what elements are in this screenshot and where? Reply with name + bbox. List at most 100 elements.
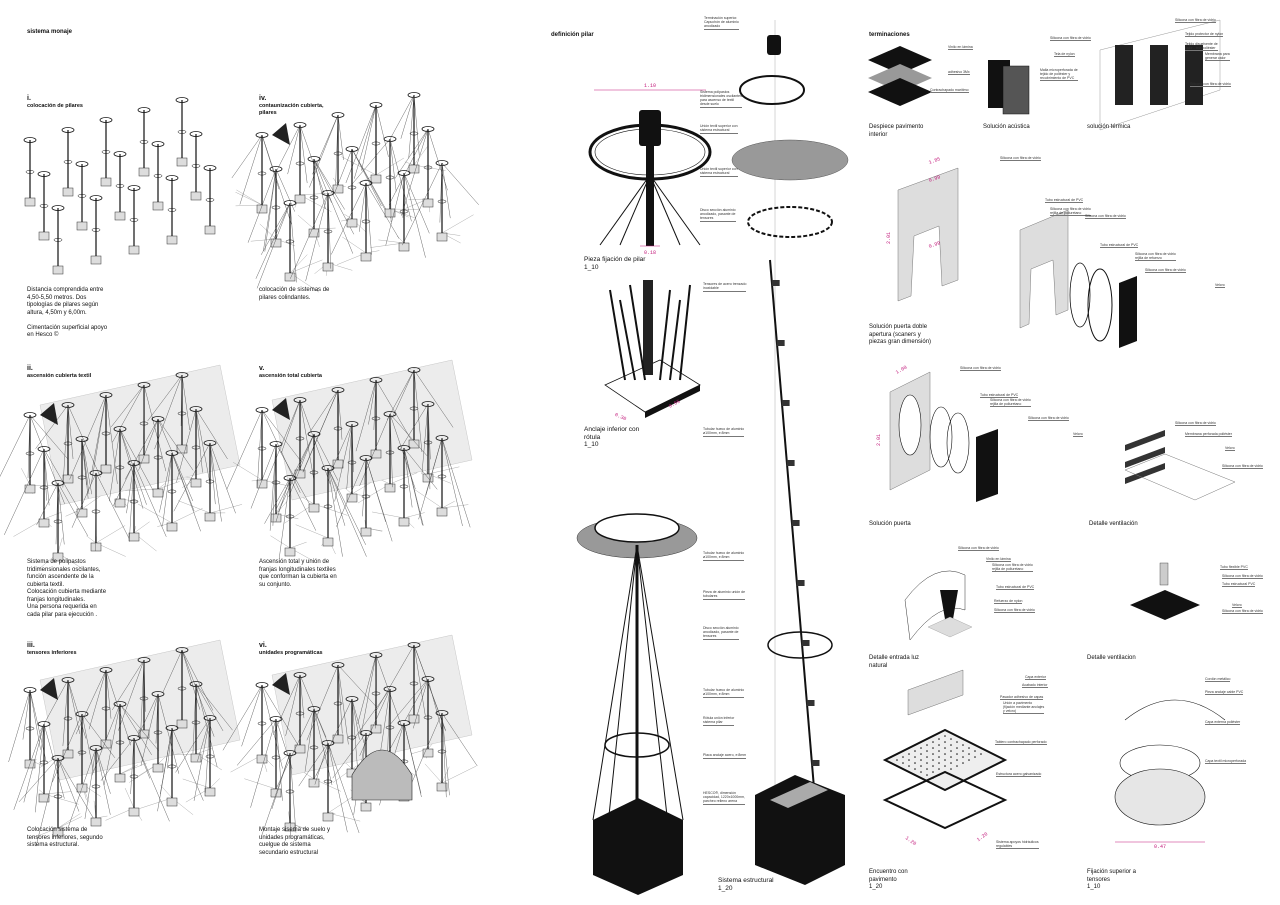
- step-heading: v. ascensión total cubierta: [259, 365, 322, 380]
- pillar-ring: [203, 165, 217, 171]
- tensor-cable: [392, 369, 415, 418]
- tensor-cable: [176, 408, 197, 483]
- annotation-puerta-doble: Silicona con fibra de vidrio: [1145, 268, 1186, 273]
- tensor-cable: [195, 408, 228, 460]
- caption-pieza-fijacion: Pieza fijación de pilar 1_10: [584, 256, 646, 271]
- tensor-cable: [81, 438, 90, 495]
- tensor-cable: [289, 202, 297, 283]
- caption-acustica: Solución acústica: [983, 124, 1030, 130]
- tensor-cable: [299, 124, 308, 184]
- annotation-ventilacion-2: Velcro: [1232, 603, 1242, 608]
- pillar-ring: [255, 132, 269, 138]
- tensor-cable: [250, 718, 277, 808]
- tensor-cable: [360, 654, 377, 735]
- tensor-cable: [441, 162, 451, 219]
- tensor-cable: [330, 423, 353, 473]
- tensor-cable: [129, 462, 135, 542]
- section-title-montaje: sistema monaje: [27, 29, 73, 35]
- tensor-cable: [281, 399, 301, 454]
- step-title: ascensión total cubierta: [259, 373, 322, 379]
- pillar-disc: [39, 485, 49, 490]
- ground-cable: [289, 259, 323, 274]
- tensor-cable: [337, 664, 377, 708]
- tensor-cable: [305, 192, 329, 282]
- tensor-cable: [335, 114, 339, 185]
- perforation: [890, 762, 892, 764]
- tensor-cable: [193, 717, 211, 801]
- tensor-cable: [195, 683, 218, 768]
- ground-cable: [351, 481, 373, 495]
- perforation: [974, 750, 976, 752]
- annotation-fijacion-sup: Pieza anclaje cable PVC: [1205, 690, 1244, 695]
- pillar-disc: [409, 131, 419, 136]
- tensor-cable: [275, 433, 315, 511]
- hesco-base: [332, 184, 344, 194]
- tensor-cable: [408, 94, 415, 159]
- caption-ventilacion-2: Detalle ventilacion: [1087, 655, 1136, 661]
- tensor-cable: [67, 747, 97, 830]
- pillar-disc: [385, 725, 395, 730]
- tensor-cable: [275, 168, 295, 212]
- full-pillar-strut: [636, 544, 669, 826]
- annotation-luz: Tubo estructural de PVC: [996, 585, 1035, 590]
- annotation-luz: Vinilo en lámina: [986, 557, 1011, 562]
- tensor-cable: [62, 404, 69, 488]
- annotation-termica: Silicona con fibra de vidrio: [1190, 82, 1231, 87]
- perforation: [950, 750, 952, 752]
- hesco-base: [176, 719, 188, 729]
- hesco-base: [190, 478, 202, 488]
- pillar-disc: [423, 165, 433, 170]
- thermal-frame: [1099, 19, 1221, 131]
- pillar-disc: [129, 774, 139, 779]
- pillar-disc: [347, 460, 357, 465]
- anclaje-tensor: [679, 284, 691, 381]
- tensor-cable: [67, 679, 87, 739]
- hesco-base: [114, 773, 126, 783]
- dim-puerta-h: 2.01: [876, 434, 882, 446]
- pillar-disc: [153, 730, 163, 735]
- tensor-cable: [95, 472, 130, 540]
- pillar-ring: [407, 642, 421, 648]
- pillar-ring: [61, 127, 75, 133]
- hesco-base: [190, 191, 202, 201]
- pillar-disc: [323, 504, 333, 509]
- tensor-cable: [276, 124, 301, 171]
- perforation: [902, 756, 904, 758]
- pilar-annotation: Tubular hueco de aluminio ø100mm, e:8mm: [703, 688, 745, 698]
- perforation: [956, 753, 958, 755]
- pillar-ring: [37, 721, 51, 727]
- perforation: [920, 759, 922, 761]
- perforation: [920, 765, 922, 767]
- annotation-puerta: Silicona con fibra de vidrio rejilla de …: [990, 398, 1031, 407]
- tensor-cable: [299, 674, 305, 719]
- pillar-ring: [89, 195, 103, 201]
- tensor-cable: [306, 664, 339, 741]
- ground-cable: [209, 504, 243, 514]
- tensor-cable: [52, 713, 83, 783]
- tensor-cable: [263, 168, 277, 251]
- tensor-cable: [400, 94, 415, 139]
- tensor-cable: [357, 654, 377, 724]
- hesco-base: [346, 218, 358, 228]
- pillar-disc: [295, 161, 305, 166]
- pillar-ring: [345, 146, 359, 152]
- tensor-cable: [209, 442, 216, 505]
- annotation-pavimento: Contrachapado marítimo: [930, 88, 969, 93]
- hesco-base: [90, 817, 102, 827]
- anclaje-tensor: [669, 299, 681, 381]
- perforation: [956, 765, 958, 767]
- annotation-ventilacion-2: Tubo estructural PVC: [1222, 582, 1256, 587]
- pillar-disc: [323, 779, 333, 784]
- pillar-disc: [437, 474, 447, 479]
- tensor-cable: [278, 477, 291, 560]
- ground-cable: [297, 214, 315, 230]
- dim-doble-top: 0.99: [928, 174, 941, 184]
- dim-tube: 0.18: [644, 250, 656, 256]
- anclaje-tube: [643, 280, 653, 375]
- annotation-ventilacion-1: Silicona con fibra de vidrio: [1175, 421, 1216, 426]
- hesco-base: [360, 527, 372, 537]
- pillar-disc: [423, 440, 433, 445]
- tensor-cable: [327, 742, 348, 833]
- tensor-cable: [285, 674, 301, 736]
- tensor-cable: [250, 443, 277, 509]
